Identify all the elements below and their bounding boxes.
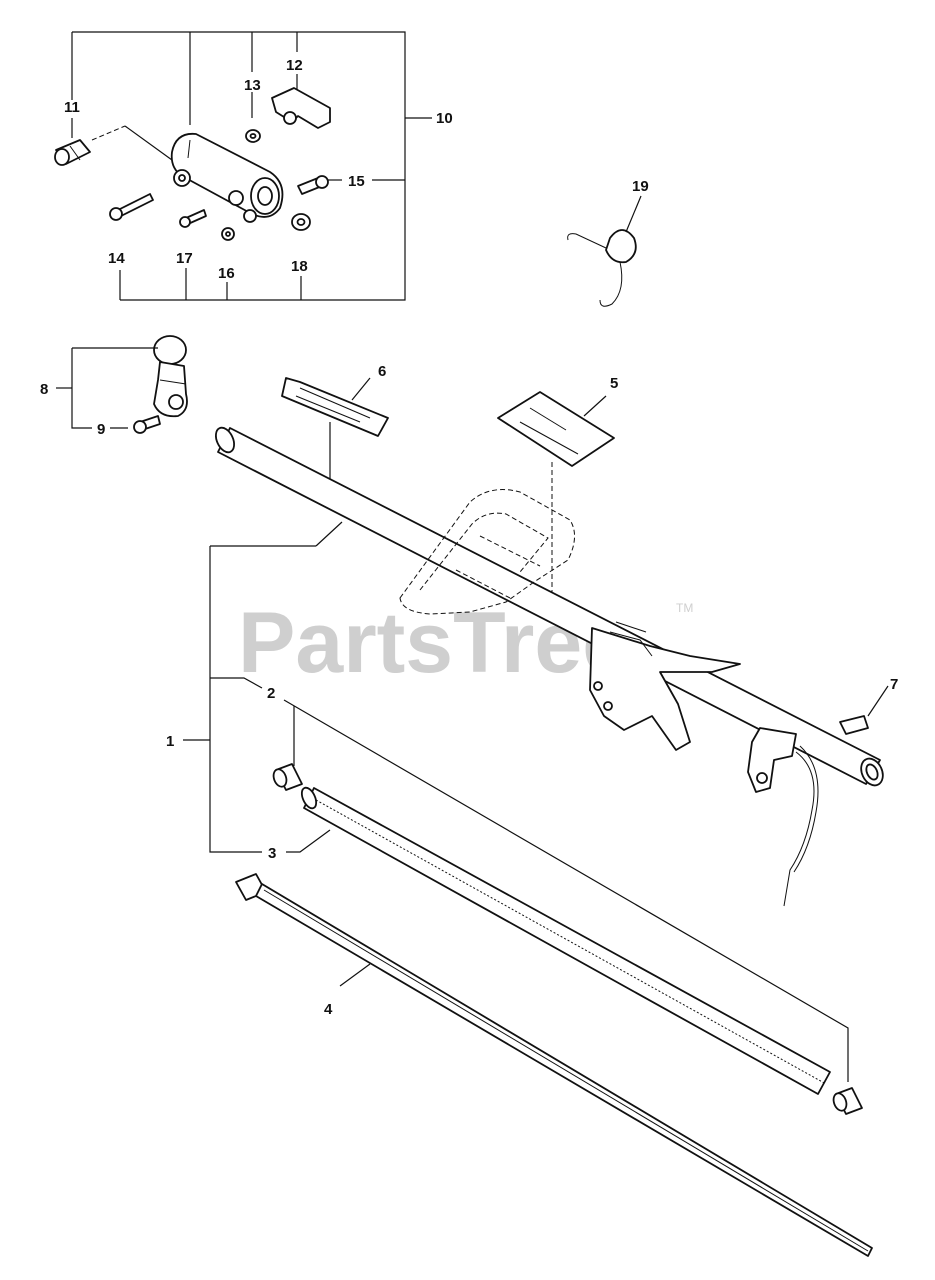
- part-4-drive-shaft[interactable]: [235, 873, 873, 1257]
- part-8-clamp[interactable]: [153, 335, 188, 418]
- part-11-nut[interactable]: [54, 139, 91, 166]
- part-19-hanger[interactable]: [567, 195, 642, 307]
- part-15-bolt[interactable]: [297, 175, 329, 195]
- callout-19[interactable]: 19: [632, 178, 649, 195]
- part-5-label[interactable]: [497, 391, 615, 602]
- callout-8[interactable]: 8: [40, 381, 48, 398]
- callout-3[interactable]: 3: [268, 845, 276, 862]
- callout-10[interactable]: 10: [436, 110, 453, 127]
- callout-1[interactable]: 1: [166, 733, 174, 750]
- cable-clamp[interactable]: [747, 727, 819, 907]
- callout-4[interactable]: 4: [324, 1001, 333, 1018]
- callout-13[interactable]: 13: [244, 77, 261, 94]
- part-14-bolt[interactable]: [109, 193, 154, 221]
- callout-14[interactable]: 14: [108, 250, 125, 267]
- part-16-nut[interactable]: [221, 227, 235, 241]
- part-3-liner[interactable]: [299, 785, 831, 1095]
- callout-6[interactable]: 6: [378, 363, 386, 380]
- part-2-bushing-bottom[interactable]: [831, 1087, 863, 1115]
- callout-18[interactable]: 18: [291, 258, 308, 275]
- callout-7[interactable]: 7: [890, 676, 898, 693]
- callout-5[interactable]: 5: [610, 375, 618, 392]
- callout-2[interactable]: 2: [267, 685, 275, 702]
- part-7-label[interactable]: [839, 685, 889, 735]
- callout-11[interactable]: 11: [64, 99, 80, 116]
- callout-15[interactable]: 15: [348, 173, 365, 190]
- part-12-clamp-block[interactable]: [271, 87, 331, 129]
- loop-handle[interactable]: [399, 489, 575, 615]
- coupling-housing[interactable]: [170, 132, 284, 223]
- callout-17[interactable]: 17: [176, 250, 193, 267]
- callout-9[interactable]: 9: [97, 421, 105, 438]
- part-2-bushing-top[interactable]: [271, 763, 303, 791]
- part-6-label[interactable]: [281, 377, 389, 480]
- throttle-handle[interactable]: [589, 621, 741, 751]
- part-13-washer[interactable]: [245, 129, 261, 143]
- part-18-washer[interactable]: [291, 213, 311, 231]
- part-9-screw[interactable]: [133, 415, 161, 434]
- bracket-group-8: [56, 347, 158, 429]
- callout-labels: 11 13 12 10 15 14 17 16 18 19 8 9 6 5 7 …: [40, 57, 898, 1018]
- watermark-trademark: TM: [676, 601, 693, 615]
- callout-16[interactable]: 16: [218, 265, 235, 282]
- bracket-group-1: [183, 521, 849, 1082]
- part-17-screw[interactable]: [179, 209, 207, 228]
- callout-12[interactable]: 12: [286, 57, 303, 74]
